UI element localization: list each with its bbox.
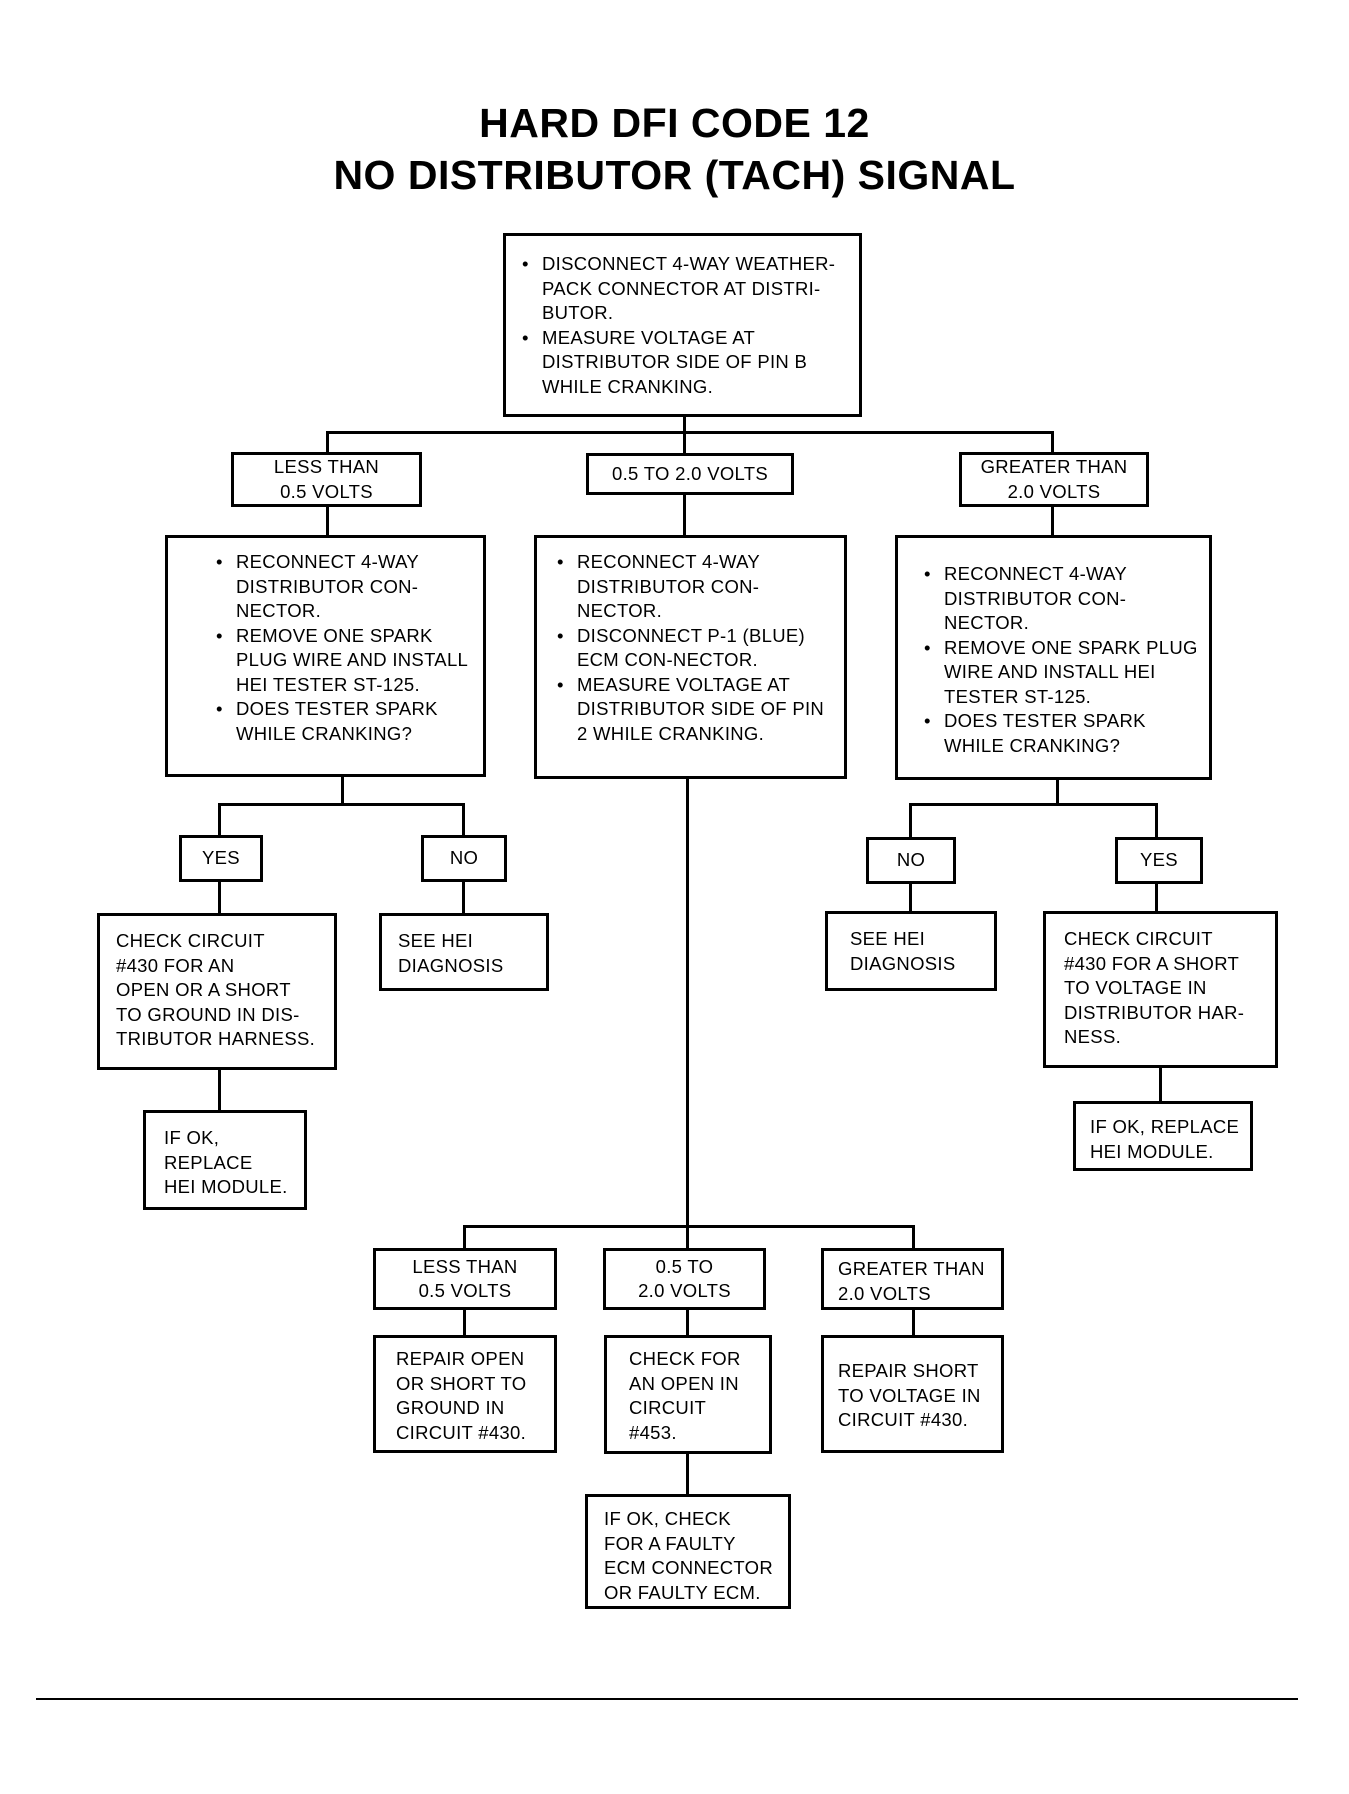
connector bbox=[686, 1225, 689, 1250]
step-item: DOES TESTER SPARK WHILE CRANKING? bbox=[210, 697, 475, 746]
step-item: DISCONNECT P-1 (BLUE) ECM CON-NECTOR. bbox=[551, 624, 836, 673]
connector bbox=[218, 880, 221, 915]
connector bbox=[218, 1068, 221, 1112]
step-less-than-box: RECONNECT 4-WAY DISTRIBUTOR CON-NECTOR. … bbox=[165, 535, 486, 777]
step-item: REMOVE ONE SPARK PLUG WIRE AND INSTALL H… bbox=[918, 636, 1201, 710]
page-title: HARD DFI CODE 12 bbox=[479, 100, 870, 146]
connector bbox=[463, 1225, 915, 1228]
connector bbox=[686, 1452, 689, 1496]
step-item: DISCONNECT 4-WAY WEATHER-PACK CONNECTOR … bbox=[516, 252, 849, 326]
connector bbox=[341, 775, 344, 805]
connector bbox=[1051, 505, 1054, 536]
connector bbox=[909, 803, 912, 839]
step-greater-than-list: RECONNECT 4-WAY DISTRIBUTOR CON-NECTOR. … bbox=[918, 562, 1201, 758]
step-less-than-list: RECONNECT 4-WAY DISTRIBUTOR CON-NECTOR. … bbox=[210, 550, 475, 746]
start-step-list: DISCONNECT 4-WAY WEATHER-PACK CONNECTOR … bbox=[516, 252, 849, 399]
connector bbox=[462, 803, 465, 837]
final-check-faulty-ecm: IF OK, CHECK FOR A FAULTY ECM CONNECTOR … bbox=[585, 1494, 791, 1609]
final-replace-hei-module-left: IF OK, REPLACE HEI MODULE. bbox=[143, 1110, 307, 1210]
step-item: MEASURE VOLTAGE AT DISTRIBUTOR SIDE OF P… bbox=[551, 673, 836, 747]
connector bbox=[1155, 882, 1158, 913]
connector bbox=[686, 777, 689, 1227]
connector bbox=[683, 493, 686, 536]
step-greater-than-box: RECONNECT 4-WAY DISTRIBUTOR CON-NECTOR. … bbox=[895, 535, 1212, 780]
connector bbox=[218, 803, 221, 837]
connector bbox=[326, 505, 329, 536]
page-subtitle: NO DISTRIBUTOR (TACH) SIGNAL bbox=[333, 152, 1016, 198]
connector bbox=[909, 882, 912, 913]
branch-less-than-0-5-volts: LESS THAN 0.5 VOLTS bbox=[231, 452, 422, 507]
step-item: DOES TESTER SPARK WHILE CRANKING? bbox=[918, 709, 1201, 758]
mid-branch-less-than-0-5-volts: LESS THAN 0.5 VOLTS bbox=[373, 1248, 557, 1310]
answer-yes-left: YES bbox=[179, 835, 263, 882]
step-item: RECONNECT 4-WAY DISTRIBUTOR CON-NECTOR. bbox=[918, 562, 1201, 636]
step-item: RECONNECT 4-WAY DISTRIBUTOR CON-NECTOR. bbox=[210, 550, 475, 624]
connector bbox=[1051, 431, 1054, 453]
connector bbox=[683, 415, 686, 433]
connector bbox=[326, 431, 1054, 434]
action-repair-short-voltage-430: REPAIR SHORT TO VOLTAGE IN CIRCUIT #430. bbox=[821, 1335, 1004, 1453]
connector bbox=[326, 431, 329, 453]
connector bbox=[218, 803, 465, 806]
step-item: REMOVE ONE SPARK PLUG WIRE AND INSTALL H… bbox=[210, 624, 475, 698]
answer-no-left: NO bbox=[421, 835, 507, 882]
mid-branch-greater-than-2-0-volts: GREATER THAN 2.0 VOLTS bbox=[821, 1248, 1004, 1310]
page-rule bbox=[36, 1698, 1298, 1700]
step-middle-box: RECONNECT 4-WAY DISTRIBUTOR CON-NECTOR. … bbox=[534, 535, 847, 779]
mid-branch-0-5-to-2-0-volts: 0.5 TO 2.0 VOLTS bbox=[603, 1248, 766, 1310]
connector bbox=[912, 1225, 915, 1250]
step-middle-list: RECONNECT 4-WAY DISTRIBUTOR CON-NECTOR. … bbox=[551, 550, 836, 746]
branch-0-5-to-2-0-volts: 0.5 TO 2.0 VOLTS bbox=[586, 453, 794, 495]
action-see-hei-diagnosis-left: SEE HEI DIAGNOSIS bbox=[379, 913, 549, 991]
final-replace-hei-module-right: IF OK, REPLACE HEI MODULE. bbox=[1073, 1101, 1253, 1171]
connector bbox=[462, 880, 465, 915]
connector bbox=[1159, 1066, 1162, 1103]
branch-greater-than-2-0-volts: GREATER THAN 2.0 VOLTS bbox=[959, 452, 1149, 507]
action-check-open-circuit-453: CHECK FOR AN OPEN IN CIRCUIT #453. bbox=[604, 1335, 772, 1454]
connector bbox=[909, 803, 1158, 806]
connector bbox=[1155, 803, 1158, 839]
action-check-circuit-430-short-voltage: CHECK CIRCUIT #430 FOR A SHORT TO VOLTAG… bbox=[1043, 911, 1278, 1068]
action-check-circuit-430-open-short-ground: CHECK CIRCUIT #430 FOR AN OPEN OR A SHOR… bbox=[97, 913, 337, 1070]
connector bbox=[686, 1308, 689, 1337]
step-item: RECONNECT 4-WAY DISTRIBUTOR CON-NECTOR. bbox=[551, 550, 836, 624]
action-see-hei-diagnosis-right: SEE HEI DIAGNOSIS bbox=[825, 911, 997, 991]
connector bbox=[463, 1308, 466, 1337]
connector bbox=[912, 1308, 915, 1337]
connector bbox=[1056, 778, 1059, 805]
answer-yes-right: YES bbox=[1115, 837, 1203, 884]
start-step-box: DISCONNECT 4-WAY WEATHER-PACK CONNECTOR … bbox=[503, 233, 862, 417]
connector bbox=[463, 1225, 466, 1250]
connector bbox=[683, 431, 686, 454]
answer-no-right: NO bbox=[866, 837, 956, 884]
action-repair-open-short-ground-430: REPAIR OPEN OR SHORT TO GROUND IN CIRCUI… bbox=[373, 1335, 557, 1453]
step-item: MEASURE VOLTAGE AT DISTRIBUTOR SIDE OF P… bbox=[516, 326, 849, 400]
